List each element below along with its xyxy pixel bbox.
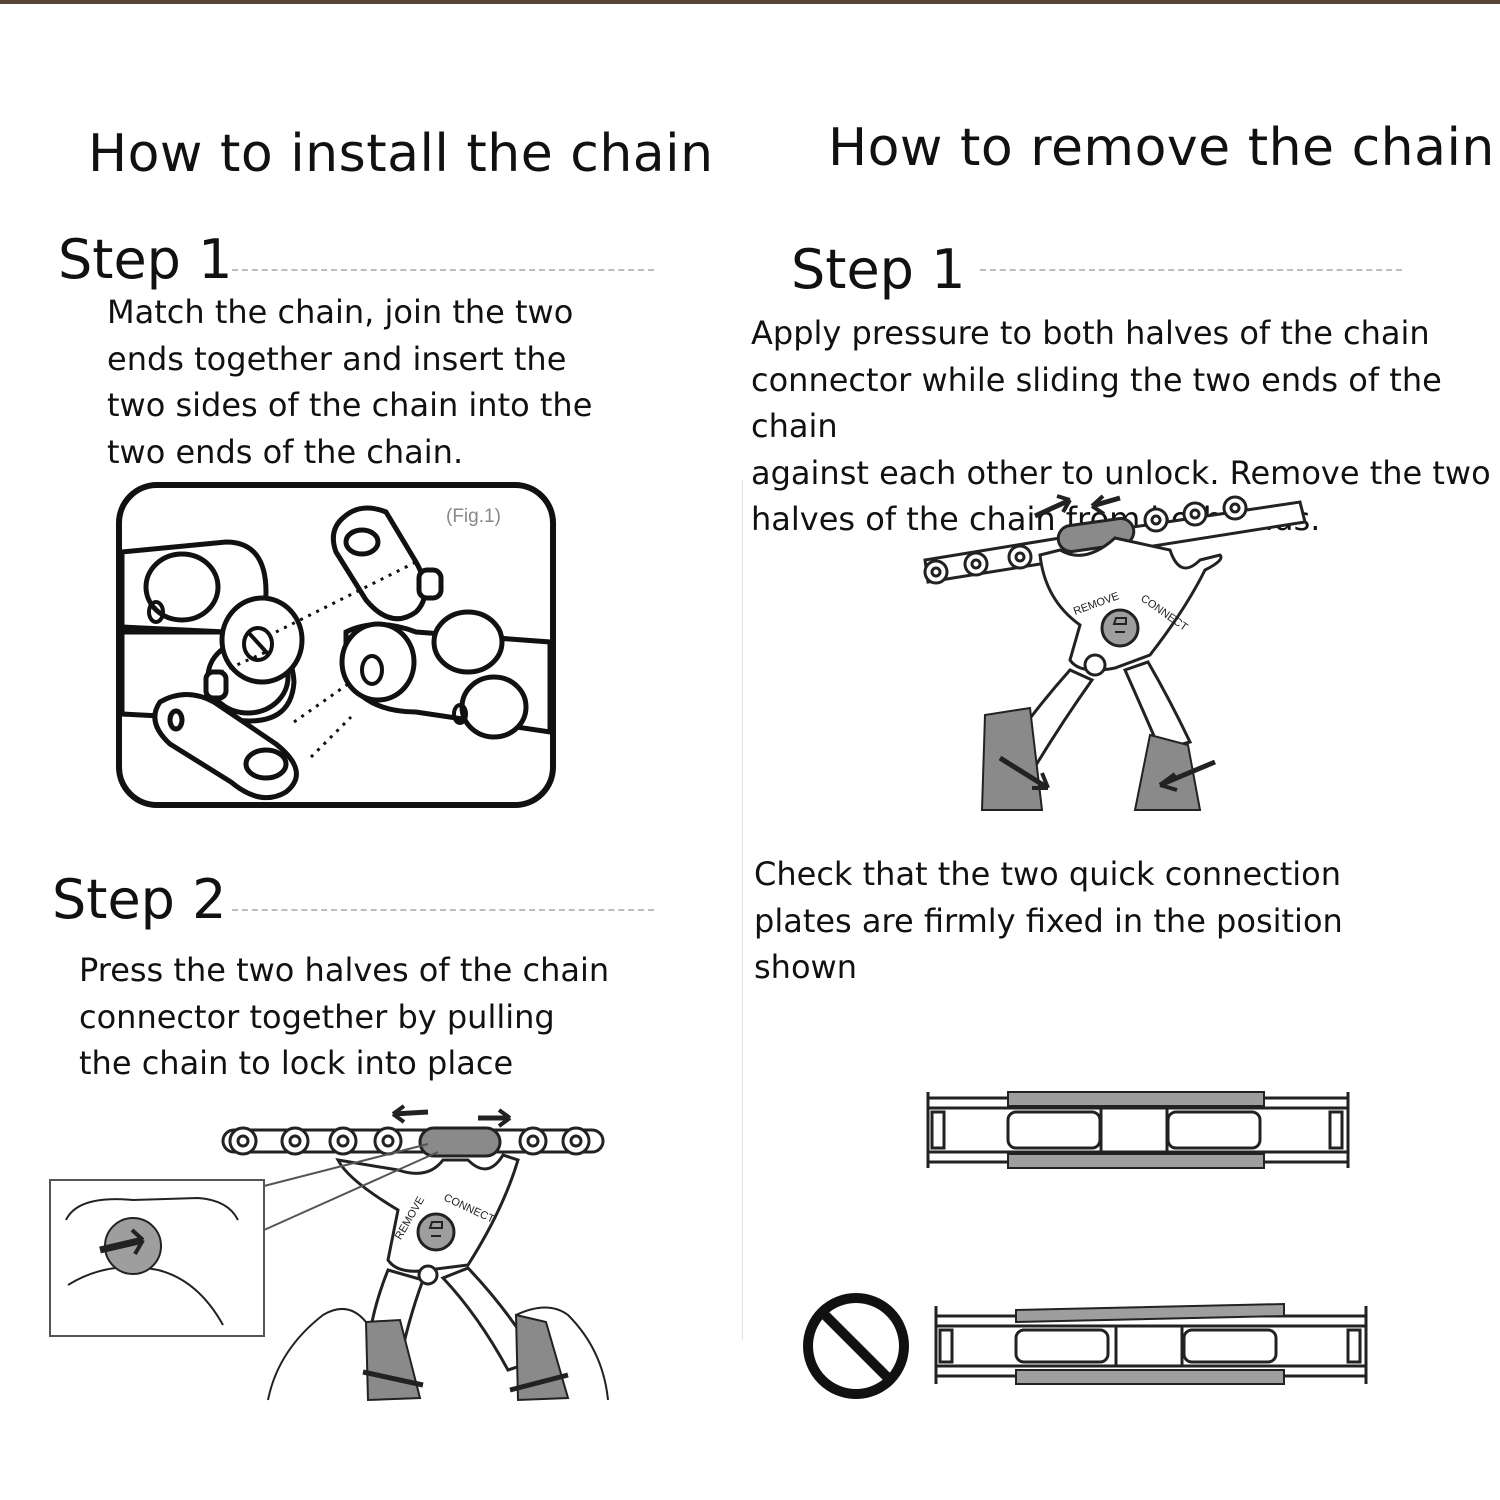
install-step2-label: Step 2: [52, 868, 227, 931]
top-accent-bar: [0, 0, 1500, 4]
remove-check-text: Check that the two quick connection plat…: [754, 855, 1343, 986]
remove-step1-label: Step 1: [791, 238, 966, 301]
column-divider: [742, 480, 743, 1340]
install-title: How to install the chain: [88, 124, 714, 184]
install-step2-divider: [232, 909, 654, 911]
prohibited-icon: [803, 1293, 909, 1399]
install-step1-label: Step 1: [58, 228, 233, 291]
chain-tool-illustration: REMOVE CONNECT: [49, 1104, 609, 1402]
remove-title: How to remove the chain: [828, 118, 1495, 178]
install-step1-divider: [232, 269, 654, 271]
figure-label: (Fig.1): [446, 506, 501, 527]
install-step1-text: Match the chain, join the two ends toget…: [107, 293, 593, 471]
chain-connector-illustration: (Fig.1): [116, 482, 556, 808]
remove-step1-divider: [980, 269, 1402, 271]
chain-connector-illustration: [934, 1302, 1368, 1385]
chain-tool-illustration: REMOVE CONNECT: [923, 494, 1307, 811]
chain-connector-illustration: [926, 1091, 1350, 1169]
install-step2-text: Press the two halves of the chain connec…: [79, 951, 610, 1082]
